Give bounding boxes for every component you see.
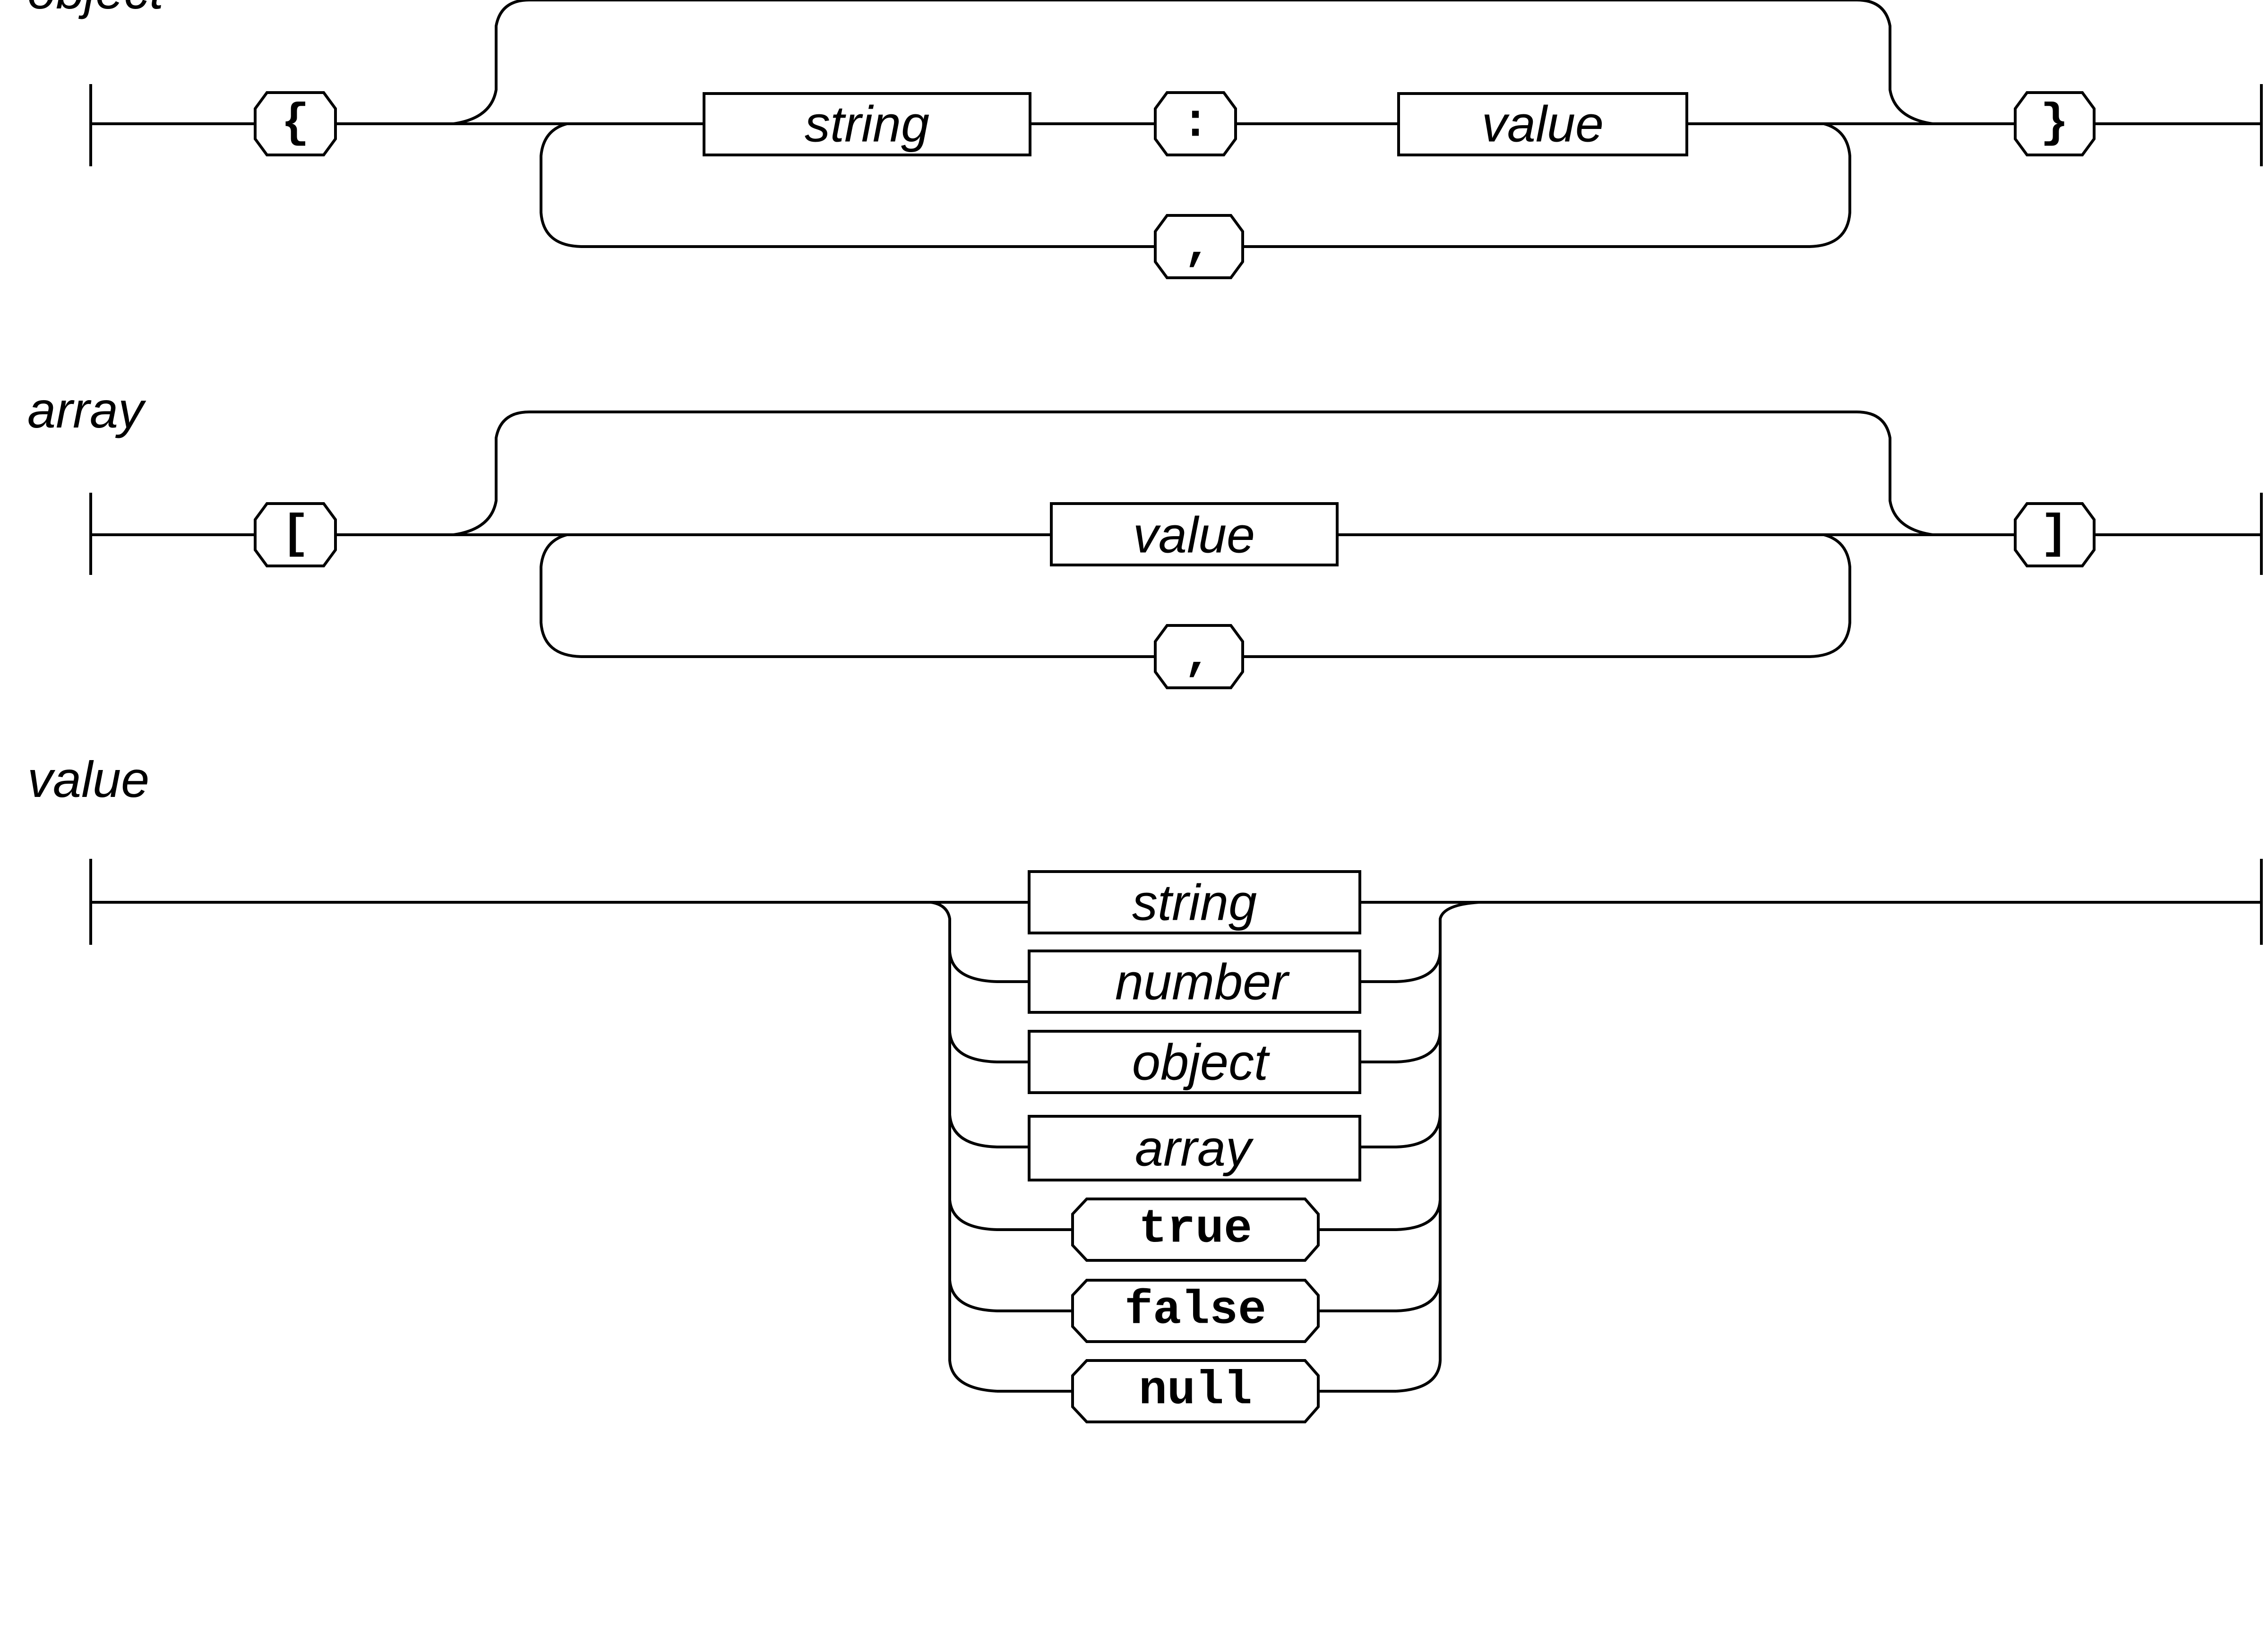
svg-text:,: , xyxy=(1184,220,1212,274)
value-alt-true: true xyxy=(1071,1198,1320,1262)
value-branch-array-left xyxy=(948,1114,1029,1148)
svg-text:object: object xyxy=(1132,1034,1270,1091)
value-branch-false-right xyxy=(1318,1280,1442,1312)
array-close-bracket: ] xyxy=(2014,502,2096,567)
value-branch-object-left xyxy=(948,1032,1029,1063)
value-branch-false-left xyxy=(948,1280,1073,1312)
array-empty-bypass xyxy=(453,411,1933,536)
svg-text:[: [ xyxy=(281,508,309,562)
object-empty-bypass xyxy=(453,0,1933,125)
array-open-bracket: [ xyxy=(254,502,337,567)
object-rule-title: object xyxy=(27,0,165,19)
value-branch-true-right xyxy=(1318,1199,1442,1231)
value-alt-object: object xyxy=(1028,1030,1361,1094)
svg-text:}: } xyxy=(2040,97,2069,151)
value-alt-false: false xyxy=(1071,1279,1320,1343)
value-branch-number-left xyxy=(948,951,1029,983)
object-open-brace: { xyxy=(254,91,337,156)
object-repeat-loop-right xyxy=(1243,122,1851,248)
svg-text:{: { xyxy=(281,97,309,151)
svg-text:null: null xyxy=(1139,1365,1252,1418)
array-comma: , xyxy=(1154,624,1244,689)
value-alt-number: number xyxy=(1028,950,1361,1014)
object-string-box: string xyxy=(703,92,1031,156)
svg-text:value: value xyxy=(1482,95,1604,153)
svg-text:string: string xyxy=(805,95,929,153)
svg-text:]: ] xyxy=(2040,508,2069,562)
value-branch-true-left xyxy=(948,1199,1073,1231)
svg-text:number: number xyxy=(1115,953,1290,1010)
array-repeat-loop-right xyxy=(1243,533,1851,658)
svg-text:true: true xyxy=(1139,1203,1252,1257)
svg-text::: : xyxy=(1181,97,1210,151)
value-alt-array: array xyxy=(1028,1115,1361,1181)
object-rule: object { : , } xyxy=(27,0,2263,279)
svg-text:string: string xyxy=(1132,874,1257,931)
svg-text:value: value xyxy=(1133,506,1255,564)
object-value-box: value xyxy=(1397,92,1688,156)
value-alt-null: null xyxy=(1071,1359,1320,1423)
array-repeat-loop-left xyxy=(540,533,1155,658)
value-branch-object-right xyxy=(1360,1032,1442,1063)
value-rule: value string number o xyxy=(27,751,2263,1423)
svg-text:array: array xyxy=(1135,1120,1254,1177)
object-colon: : xyxy=(1154,91,1237,156)
object-repeat-loop-left xyxy=(540,122,1155,248)
value-branch-number-right xyxy=(1360,951,1442,983)
array-value-box: value xyxy=(1050,502,1339,566)
object-comma: , xyxy=(1154,214,1244,279)
array-rule-title: array xyxy=(27,381,146,438)
value-branch-array-right xyxy=(1360,1114,1442,1148)
svg-text:,: , xyxy=(1184,630,1212,684)
array-rule: array [ , ] value xyxy=(27,381,2263,689)
svg-text:false: false xyxy=(1125,1284,1266,1338)
value-left-rail xyxy=(930,901,997,1393)
value-rule-title: value xyxy=(27,751,149,808)
value-right-rail xyxy=(1396,901,1479,1393)
value-alt-string: string xyxy=(1028,870,1361,934)
object-close-brace: } xyxy=(2014,91,2096,156)
